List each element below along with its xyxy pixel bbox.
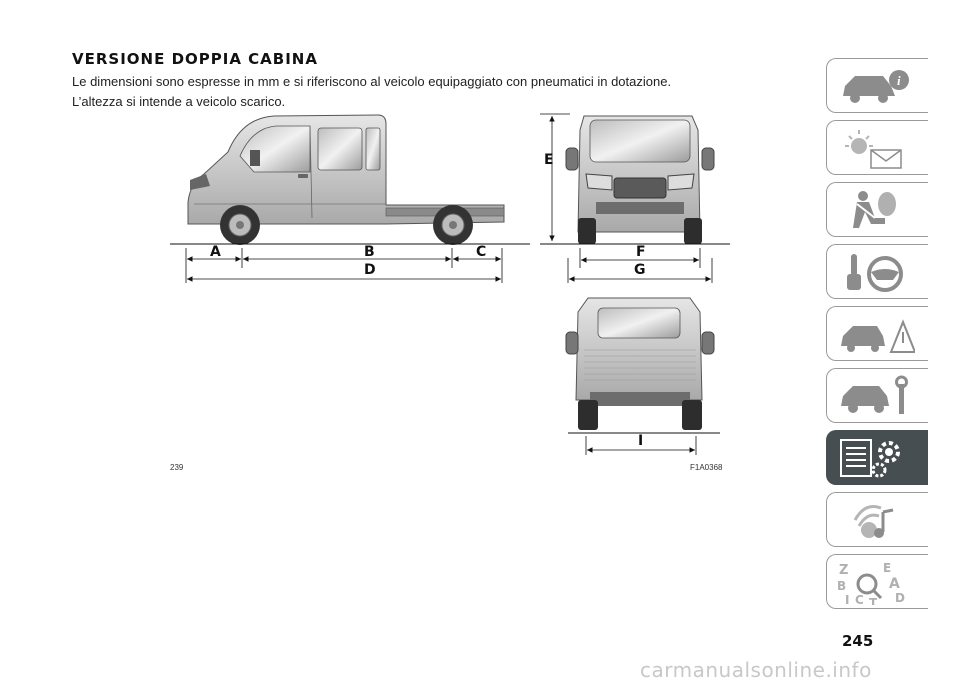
car-info-icon: i (843, 70, 909, 103)
vehicle-dimension-drawing (170, 113, 730, 455)
page-title: VERSIONE DOPPIA CABINA (72, 50, 318, 68)
figure-number: 239 (170, 463, 184, 472)
svg-text:C: C (855, 593, 864, 605)
dimensions-figure: A B C D E F G I 239 F1A0368 (160, 100, 750, 480)
airbag-safety-icon (853, 191, 896, 228)
tab-car-emergency[interactable] (826, 306, 928, 361)
index-letters-icon: Z E B A D I C T (837, 561, 905, 605)
tab-index[interactable]: Z E B A D I C T (826, 554, 928, 609)
side-view (187, 114, 505, 245)
dimension-label-b: B (364, 244, 375, 260)
svg-text:T: T (869, 596, 878, 605)
svg-text:Z: Z (839, 563, 848, 578)
svg-text:B: B (837, 579, 846, 593)
tab-multimedia[interactable] (826, 492, 928, 547)
steering-wheel-key-icon (847, 254, 903, 292)
page-number: 245 (842, 632, 874, 650)
tab-steering-key[interactable] (826, 244, 928, 299)
tab-airbag-safety[interactable] (826, 182, 928, 237)
intro-line-2: L’altezza si intende a veicolo scarico. (72, 94, 286, 109)
tab-technical-data[interactable] (826, 430, 928, 485)
side-dimension-lines (170, 243, 530, 283)
dimension-label-e: E (544, 152, 554, 168)
dimension-label-a: A (210, 244, 221, 260)
car-emergency-icon (841, 319, 915, 353)
figure-code: F1A0368 (690, 463, 723, 472)
dimension-label-d: D (364, 262, 376, 278)
svg-text:D: D (895, 591, 905, 605)
rear-view (565, 297, 715, 430)
tab-warning-lights[interactable] (826, 120, 928, 175)
svg-text:E: E (883, 561, 891, 575)
svg-text:i: i (897, 73, 901, 88)
svg-text:I: I (845, 593, 849, 605)
dimension-label-g: G (634, 262, 646, 278)
multimedia-icon (853, 505, 894, 538)
svg-text:A: A (889, 576, 900, 592)
front-view (565, 115, 715, 244)
tab-car-info[interactable]: i (826, 58, 928, 113)
dimension-label-i: I (638, 433, 644, 449)
dimension-label-c: C (476, 244, 487, 260)
watermark: carmanualsonline.info (640, 658, 872, 682)
rear-dimension-lines (568, 432, 720, 455)
front-dimension-lines (540, 113, 730, 283)
intro-text: Le dimensioni sono espresse in mm e si r… (72, 72, 772, 112)
intro-line-1: Le dimensioni sono espresse in mm e si r… (72, 74, 672, 89)
technical-data-icon (840, 439, 900, 478)
dimension-label-f: F (636, 244, 646, 260)
car-maintenance-icon (841, 375, 908, 414)
tab-car-maintenance[interactable] (826, 368, 928, 423)
warning-lights-icon (845, 130, 902, 169)
